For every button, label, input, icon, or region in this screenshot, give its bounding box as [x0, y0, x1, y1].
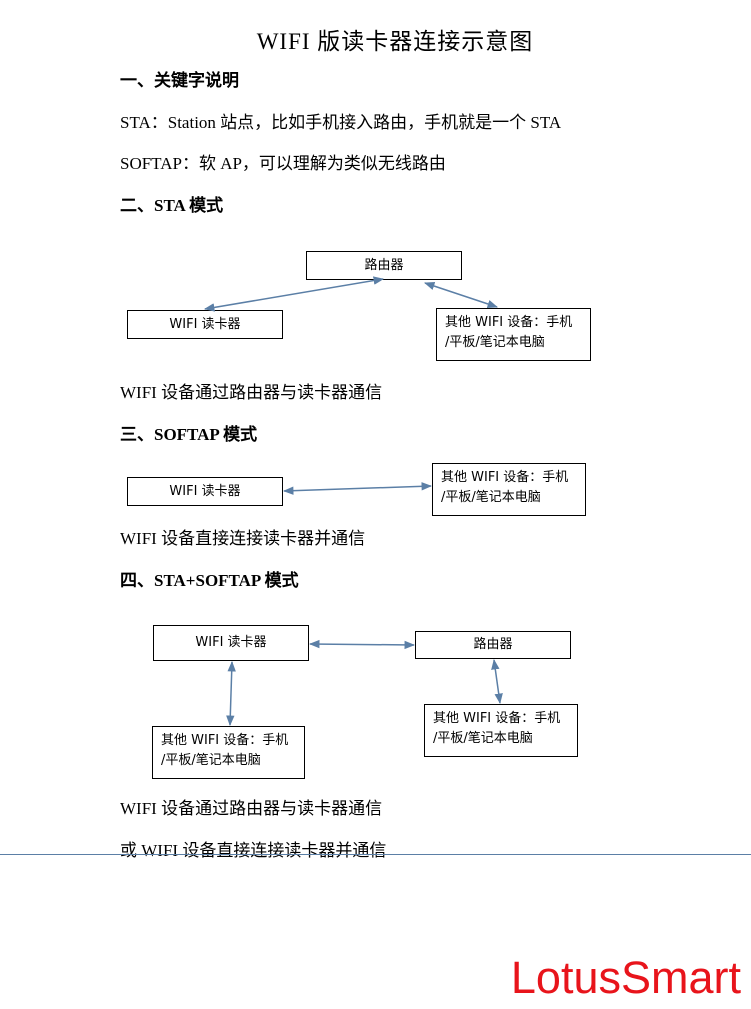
mixed-router-label: 路由器	[473, 637, 513, 652]
mixed-router-box: 路由器	[415, 631, 571, 659]
sta-reader-label: WIFI 读卡器	[169, 316, 241, 332]
section3-heading: 三、SOFTAP 模式	[120, 425, 258, 444]
sta-device-line2: /平板/笔记本电脑	[445, 335, 545, 350]
mixed-reader-label: WIFI 读卡器	[195, 635, 267, 650]
softap-arrow-reader-device	[282, 482, 433, 495]
mixed-device-a-line2: /平板/笔记本电脑	[161, 753, 261, 768]
section4-caption-1: WIFI 设备通过路由器与读卡器通信	[120, 799, 383, 818]
softap-device-line1: 其他 WIFI 设备：手机	[441, 470, 569, 485]
softap-device-box: 其他 WIFI 设备：手机 /平板/笔记本电脑	[432, 463, 586, 516]
sta-router-label: 路由器	[364, 257, 404, 273]
mixed-arrow-reader-device	[226, 660, 236, 727]
section1-heading: 一、关键字说明	[120, 71, 239, 90]
sta-device-box: 其他 WIFI 设备：手机 /平板/笔记本电脑	[436, 308, 591, 361]
softap-reader-box: WIFI 读卡器	[127, 477, 283, 506]
mixed-device-b-line2: /平板/笔记本电脑	[433, 731, 533, 746]
mixed-device-a-box: 其他 WIFI 设备：手机 /平板/笔记本电脑	[152, 726, 305, 779]
section4-heading: 四、STA+SOFTAP 模式	[120, 571, 299, 590]
sta-arrow-router-device	[424, 282, 498, 308]
mixed-arrow-router-device	[491, 658, 503, 705]
mixed-arrow-reader-router	[308, 639, 416, 650]
brand-logo: LotusSmart	[510, 952, 741, 1003]
section3-caption: WIFI 设备直接连接读卡器并通信	[120, 529, 366, 548]
section4-caption-2: 或 WIFI 设备直接连接读卡器并通信	[120, 841, 387, 860]
section2-heading: 二、STA 模式	[120, 196, 224, 215]
sta-arrow-reader-router	[203, 276, 385, 312]
page-title: WIFI 版读卡器连接示意图	[256, 29, 534, 54]
mixed-reader-box: WIFI 读卡器	[153, 625, 309, 661]
softap-definition: SOFTAP：软 AP，可以理解为类似无线路由	[120, 154, 446, 173]
softap-reader-label: WIFI 读卡器	[169, 483, 241, 499]
mixed-device-b-line1: 其他 WIFI 设备：手机	[433, 711, 561, 726]
mixed-device-a-line1: 其他 WIFI 设备：手机	[161, 733, 289, 748]
sta-reader-box: WIFI 读卡器	[127, 310, 283, 339]
section2-caption: WIFI 设备通过路由器与读卡器通信	[120, 383, 383, 402]
mixed-device-b-box: 其他 WIFI 设备：手机 /平板/笔记本电脑	[424, 704, 578, 757]
page-divider	[0, 854, 751, 855]
sta-device-line1: 其他 WIFI 设备：手机	[445, 315, 573, 330]
sta-definition: STA：Station 站点，比如手机接入路由，手机就是一个 STA	[120, 113, 562, 132]
softap-device-line2: /平板/笔记本电脑	[441, 490, 541, 505]
